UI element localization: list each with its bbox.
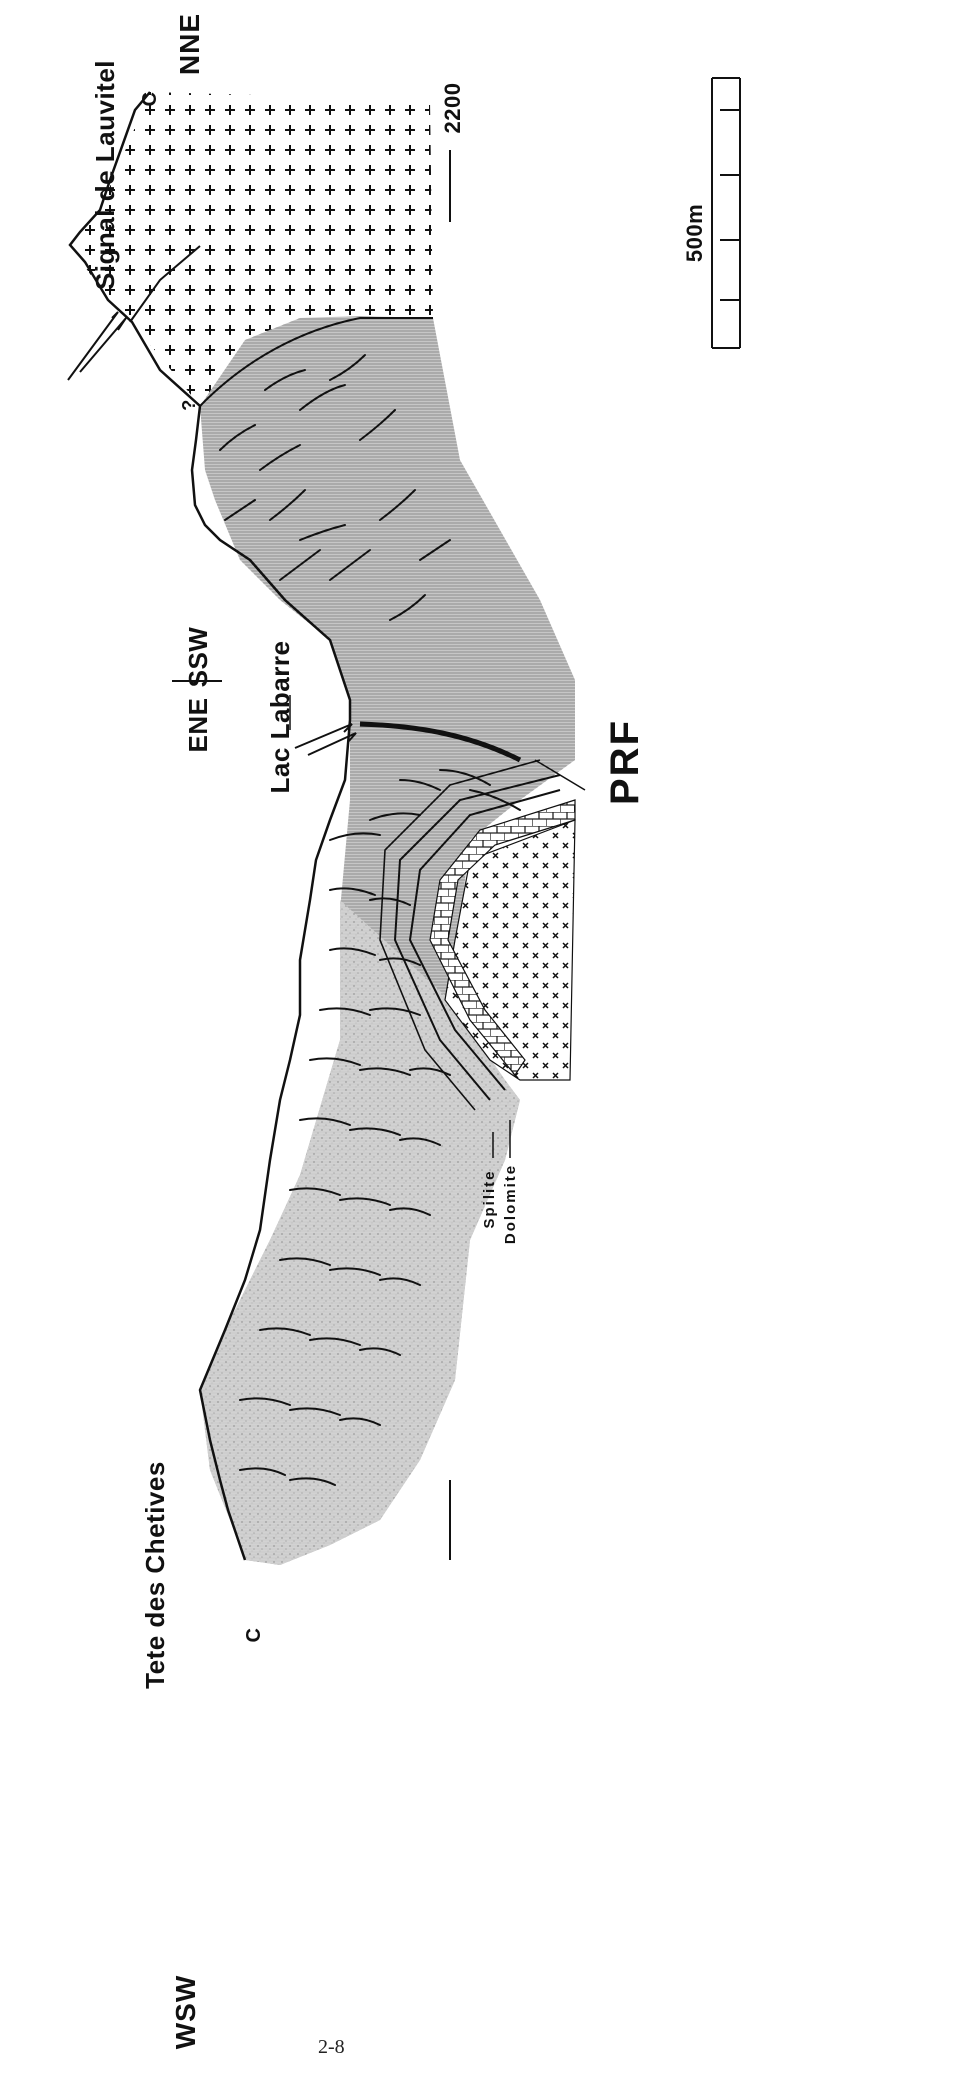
prf-arrow-upper [295,724,352,748]
fault-arrow-lower [80,318,126,372]
label-dolomite: Dolomite [502,1159,520,1249]
label-tete-des-chetives: Tete des Chetives [140,1450,170,1700]
direction-wsw: WSW [170,1970,204,2054]
direction-divider [172,680,222,682]
label-lac-labarre: Lac Labarre [265,637,295,797]
scale-label: 500m [682,198,708,268]
elevation-2200: 2200 [440,73,466,143]
direction-nne: NNE [174,4,206,84]
label-prf: PRF [603,717,647,807]
fault-arrow-upper [68,312,118,380]
label-ssw: SSW [183,617,213,697]
section-end-right: C [139,87,165,111]
section-end-left: C [243,1623,269,1647]
page-number: 2-8 [318,2036,345,2059]
label-spilite: Spilite [481,1159,499,1239]
scale-bar [712,78,740,348]
uncertain-mark: ? [179,395,201,415]
label-signal-de-lauvitel: Signal de Lauvitel [90,40,120,310]
label-ene: ENE [183,685,213,765]
